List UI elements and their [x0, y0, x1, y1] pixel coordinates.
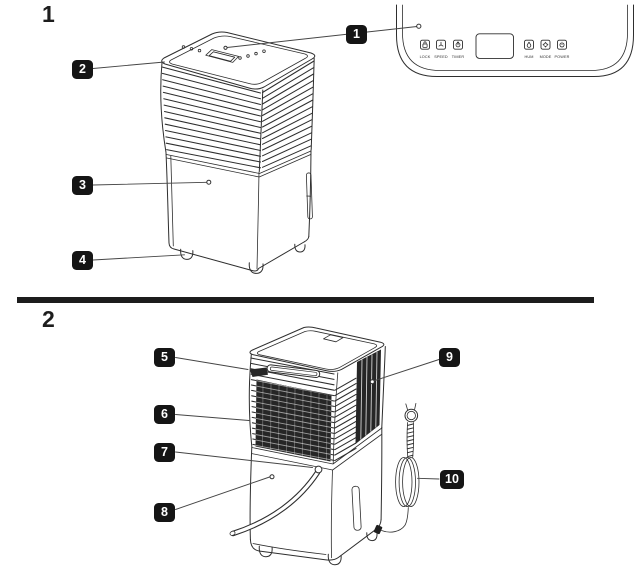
callout-7: 7: [154, 443, 175, 462]
callout3-anchor-dot: [206, 179, 212, 185]
figure1-unit: [160, 31, 316, 274]
callout-4: 4: [72, 251, 93, 270]
lock-button: LOCK: [420, 39, 431, 59]
fan-speed-icon: [438, 41, 444, 47]
callout-6: 6: [154, 405, 175, 424]
callout-10: 10: [440, 470, 464, 489]
control-panel-detail: LOCK SPEED TIMER HUM MODE POWER: [396, 4, 634, 77]
power-cord: [373, 403, 420, 535]
hum-label: HUM: [524, 55, 533, 59]
lock-icon: [422, 41, 428, 48]
callout-9: 9: [439, 348, 460, 367]
timer-button: TIMER: [452, 39, 465, 59]
power-button: POWER: [555, 39, 570, 59]
section-divider: [17, 297, 594, 303]
cord-connector: [373, 524, 383, 535]
figure1-leader-lines: [92, 23, 422, 261]
panel-outline: [396, 4, 634, 77]
callout-2: 2: [72, 60, 93, 79]
humidity-drop-icon: [526, 41, 532, 48]
unit2-side-slats: [334, 377, 357, 461]
speed-button: SPEED: [434, 39, 448, 59]
power-label: POWER: [555, 55, 570, 59]
timer-label: TIMER: [452, 55, 465, 59]
unit2-side-latch: [351, 485, 362, 531]
mode-button: MODE: [540, 39, 552, 59]
callout-3: 3: [72, 176, 93, 195]
drain-port: [314, 465, 323, 474]
callout8-anchor-dot: [269, 474, 275, 480]
lock-label: LOCK: [420, 55, 431, 59]
callout-1: 1: [346, 25, 367, 44]
unit2-top-face: [249, 326, 385, 372]
unit2-body: [249, 519, 382, 561]
figure2-unit: [229, 326, 386, 566]
power-plug: [404, 403, 419, 423]
speed-label: SPEED: [434, 55, 448, 59]
mode-gear-icon: [542, 41, 549, 48]
unit1-grille-front: [161, 66, 262, 169]
callout1-anchor-dot: [416, 23, 422, 29]
callout-5: 5: [154, 348, 175, 367]
figure1-section-label: 1: [42, 1, 55, 27]
unit1-top-buttons: [181, 45, 266, 63]
power-icon: [559, 41, 565, 48]
figure2-leader-lines: [175, 357, 440, 510]
drain-hose: [230, 469, 321, 537]
panel-display: [475, 33, 514, 59]
cord-coil: [395, 457, 420, 507]
mode-label: MODE: [540, 55, 552, 59]
timer-icon: [455, 41, 461, 48]
unit2-top-recess: [323, 334, 344, 343]
hum-button: HUM: [524, 39, 534, 59]
callout-8: 8: [154, 503, 175, 522]
figure2-section-label: 2: [42, 306, 55, 332]
unit1-body: [165, 152, 310, 272]
unit2-casters: [258, 532, 378, 566]
unit1-casters: [180, 243, 306, 274]
unit1-grille-side: [261, 60, 315, 168]
callout9-anchor-dot: [369, 379, 375, 385]
cord-strain-relief: [406, 422, 415, 458]
